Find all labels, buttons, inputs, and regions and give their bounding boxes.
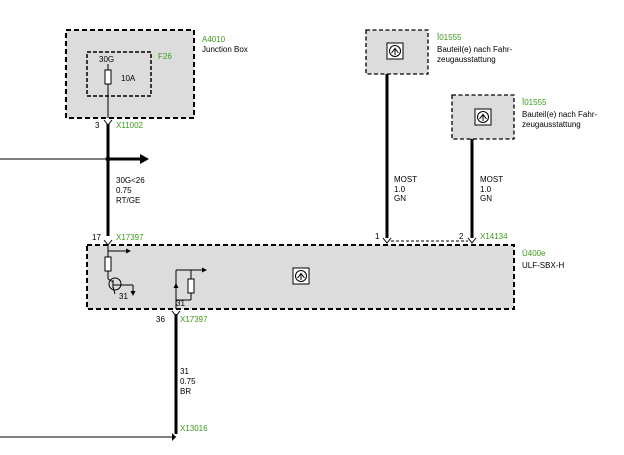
connector-x14134-pin-left: 1 (375, 232, 380, 241)
connector-x11002-pin: 3 (95, 121, 100, 130)
connector-x17397-bottom[interactable]: 36 X17397 (156, 310, 208, 324)
transistor-icon (107, 277, 133, 295)
optional-component-2[interactable]: Î01555 Bauteil(e) nach Fahr- zeugausstat… (451, 94, 597, 140)
optional-2-line2: zeugausstattung (522, 120, 581, 129)
fuse-rating: 10A (121, 74, 136, 83)
wire-most-1-color: GN (394, 194, 406, 203)
wire-most-2-size: 1.0 (480, 185, 492, 194)
wire-ground-color: BR (180, 387, 191, 396)
arrow-icon (108, 154, 149, 164)
junction-box-name: Junction Box (202, 45, 248, 54)
component-symbol-icon (292, 267, 310, 285)
wire-ground-size: 0.75 (180, 377, 196, 386)
wire-most-2-color: GN (480, 194, 492, 203)
optional-1-line1: Bauteil(e) nach Fahr- (437, 45, 512, 54)
wire-supply-size: 0.75 (116, 186, 132, 195)
ulf-module-name: ULF-SBX-H (522, 261, 564, 270)
fuse-f26[interactable]: F26 30G 10A (86, 51, 172, 118)
fuse-icon (104, 64, 112, 118)
connector-x17397-top[interactable]: 17 X17397 (92, 233, 144, 246)
arrow-icon (202, 267, 207, 273)
wire-supply[interactable]: 30G<26 0.75 RT/GE (0, 124, 149, 236)
ground-label-1: 31 (119, 292, 128, 301)
fuse-line-label: 30G (99, 55, 114, 64)
resistor-icon (104, 256, 112, 272)
connector-x17397-top-pin: 17 (92, 233, 101, 242)
wire-most-1[interactable]: MOST 1.0 GN (385, 74, 417, 238)
internal-circuit-right: 31 (173, 267, 207, 309)
resistor-icon (187, 278, 195, 294)
optional-component-1[interactable]: Î01555 Bauteil(e) nach Fahr- zeugausstat… (365, 29, 512, 75)
wire-ground-signal: 31 (180, 367, 189, 376)
fuse-id: F26 (158, 52, 172, 61)
connector-x17397-bottom-pin: 36 (156, 315, 165, 324)
arrow-icon (126, 248, 131, 254)
wire-supply-color: RT/GE (116, 196, 140, 205)
optional-1-line2: zeugausstattung (437, 55, 496, 64)
internal-circuit-left: 31 (104, 245, 136, 301)
ulf-module[interactable]: Ü400e ULF-SBX-H (86, 244, 564, 310)
optional-2-line1: Bauteil(e) nach Fahr- (522, 110, 597, 119)
optional-2-id: Î01555 (521, 98, 547, 107)
ground-icon (130, 285, 136, 296)
connector-x11002-id: X11002 (116, 121, 144, 130)
ground-label-2: 31 (176, 299, 185, 308)
connector-x13016[interactable]: X13016 (0, 424, 208, 441)
junction-box-id: A4010 (202, 35, 226, 44)
junction-box[interactable]: A4010 Junction Box F26 30G 10A (65, 29, 248, 119)
wire-ground[interactable]: 31 0.75 BR (174, 314, 196, 434)
connector-x17397-top-id: X17397 (116, 233, 144, 242)
wire-most-2[interactable]: MOST 1.0 GN (470, 139, 503, 238)
component-symbol-icon (474, 108, 492, 126)
wire-most-1-signal: MOST (394, 175, 417, 184)
arrow-icon (172, 433, 176, 441)
connector-x13016-id: X13016 (180, 424, 208, 433)
component-symbol-icon (386, 42, 404, 60)
ground-icon (173, 283, 179, 288)
connector-x14134-pin-right: 2 (459, 232, 464, 241)
connector-x17397-bottom-id: X17397 (180, 315, 208, 324)
wire-most-2-signal: MOST (480, 175, 503, 184)
ulf-module-id: Ü400e (522, 249, 546, 258)
connector-x11002[interactable]: 3 X11002 (95, 119, 144, 130)
connector-x14134-id: X14134 (480, 232, 508, 241)
optional-1-id: Î01555 (436, 33, 462, 42)
connector-x14134[interactable]: 1 2 X14134 (375, 232, 508, 244)
wire-most-1-size: 1.0 (394, 185, 406, 194)
wire-supply-signal: 30G<26 (116, 176, 145, 185)
